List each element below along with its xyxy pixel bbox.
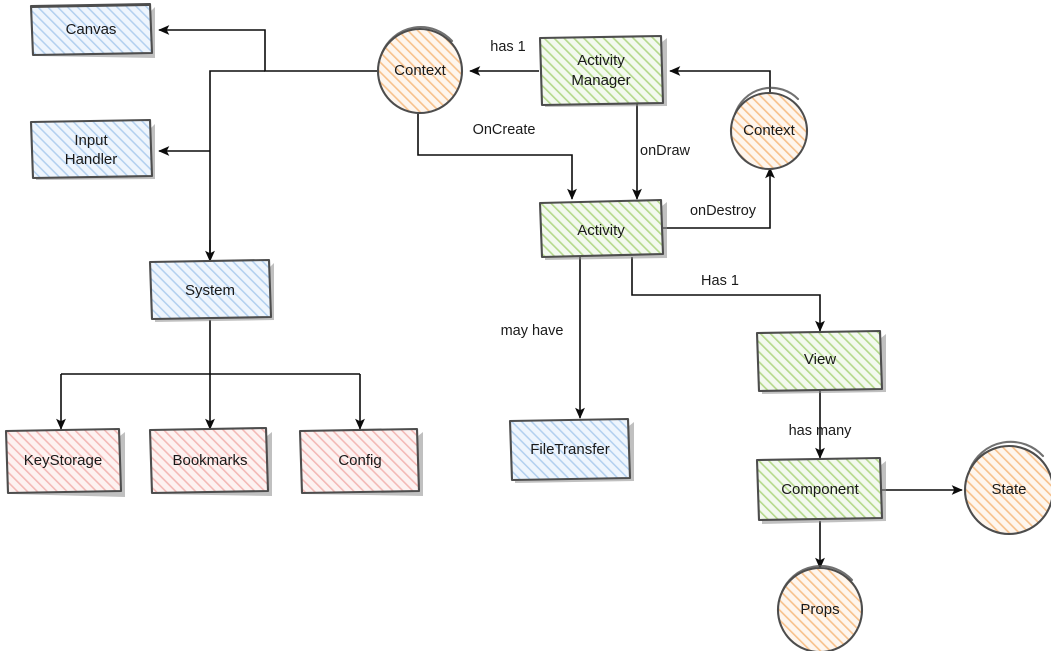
edge-labels-layer: has 1 OnCreate onDraw onDestroy may have… bbox=[473, 39, 853, 439]
node-view[interactable]: View bbox=[755, 329, 886, 394]
node-config[interactable]: Config bbox=[298, 427, 423, 496]
node-keystorage[interactable]: KeyStorage bbox=[4, 427, 125, 497]
node-label-keystorage: KeyStorage bbox=[24, 452, 102, 469]
node-label-view: View bbox=[804, 351, 836, 368]
node-context-right[interactable]: Context bbox=[729, 86, 809, 171]
edges-layer bbox=[56, 25, 963, 569]
edge-label-has-1-lower: has 1 bbox=[490, 39, 525, 55]
edge-label-on-destroy: onDestroy bbox=[690, 203, 757, 219]
node-bookmarks[interactable]: Bookmarks bbox=[148, 426, 272, 496]
edge-label-on-draw: onDraw bbox=[640, 143, 690, 159]
node-label-context-left: Context bbox=[394, 62, 447, 79]
node-label-activity: Activity bbox=[577, 222, 625, 239]
node-label-activity-manager-line2: Manager bbox=[571, 72, 630, 89]
node-label-canvas: Canvas bbox=[66, 21, 117, 38]
node-input-handler[interactable]: Input Handler bbox=[29, 118, 155, 180]
node-props[interactable]: Props bbox=[776, 565, 864, 651]
node-canvas[interactable]: Canvas bbox=[29, 2, 155, 58]
node-label-state: State bbox=[991, 481, 1026, 498]
node-system[interactable]: System bbox=[148, 258, 274, 322]
node-label-config: Config bbox=[338, 452, 381, 469]
node-label-component: Component bbox=[781, 481, 859, 498]
edge-label-on-create: OnCreate bbox=[473, 122, 536, 138]
edge-system-trunk bbox=[61, 320, 360, 375]
edge-label-has-1-upper: Has 1 bbox=[701, 273, 739, 289]
edge-activity-to-context-right-ondestroy bbox=[663, 167, 775, 229]
node-context-left[interactable]: Context bbox=[376, 26, 464, 115]
node-label-props: Props bbox=[800, 601, 839, 618]
node-label-context-right: Context bbox=[743, 122, 796, 139]
edge-context-right-to-activity-manager bbox=[669, 66, 771, 94]
node-activity[interactable]: Activity bbox=[538, 198, 667, 260]
node-activity-manager[interactable]: Activity Manager bbox=[538, 34, 667, 107]
node-label-filetransfer: FileTransfer bbox=[530, 441, 609, 458]
node-label-input-handler-line2: Handler bbox=[65, 151, 118, 168]
edge-label-has-many: has many bbox=[789, 423, 853, 439]
node-filetransfer[interactable]: FileTransfer bbox=[508, 417, 634, 483]
node-state[interactable]: State bbox=[963, 440, 1051, 536]
node-component[interactable]: Component bbox=[755, 456, 886, 524]
node-label-activity-manager-line1: Activity bbox=[577, 52, 625, 69]
edge-context-left-to-canvas bbox=[158, 25, 378, 72]
node-label-input-handler-line1: Input bbox=[74, 132, 108, 149]
edge-activity-to-view bbox=[631, 257, 825, 332]
node-label-system: System bbox=[185, 282, 235, 299]
node-label-bookmarks: Bookmarks bbox=[172, 452, 247, 469]
edge-context-left-trunk bbox=[209, 70, 265, 260]
edge-context-left-to-activity-oncreate bbox=[417, 108, 577, 200]
edge-label-may-have: may have bbox=[501, 323, 564, 339]
